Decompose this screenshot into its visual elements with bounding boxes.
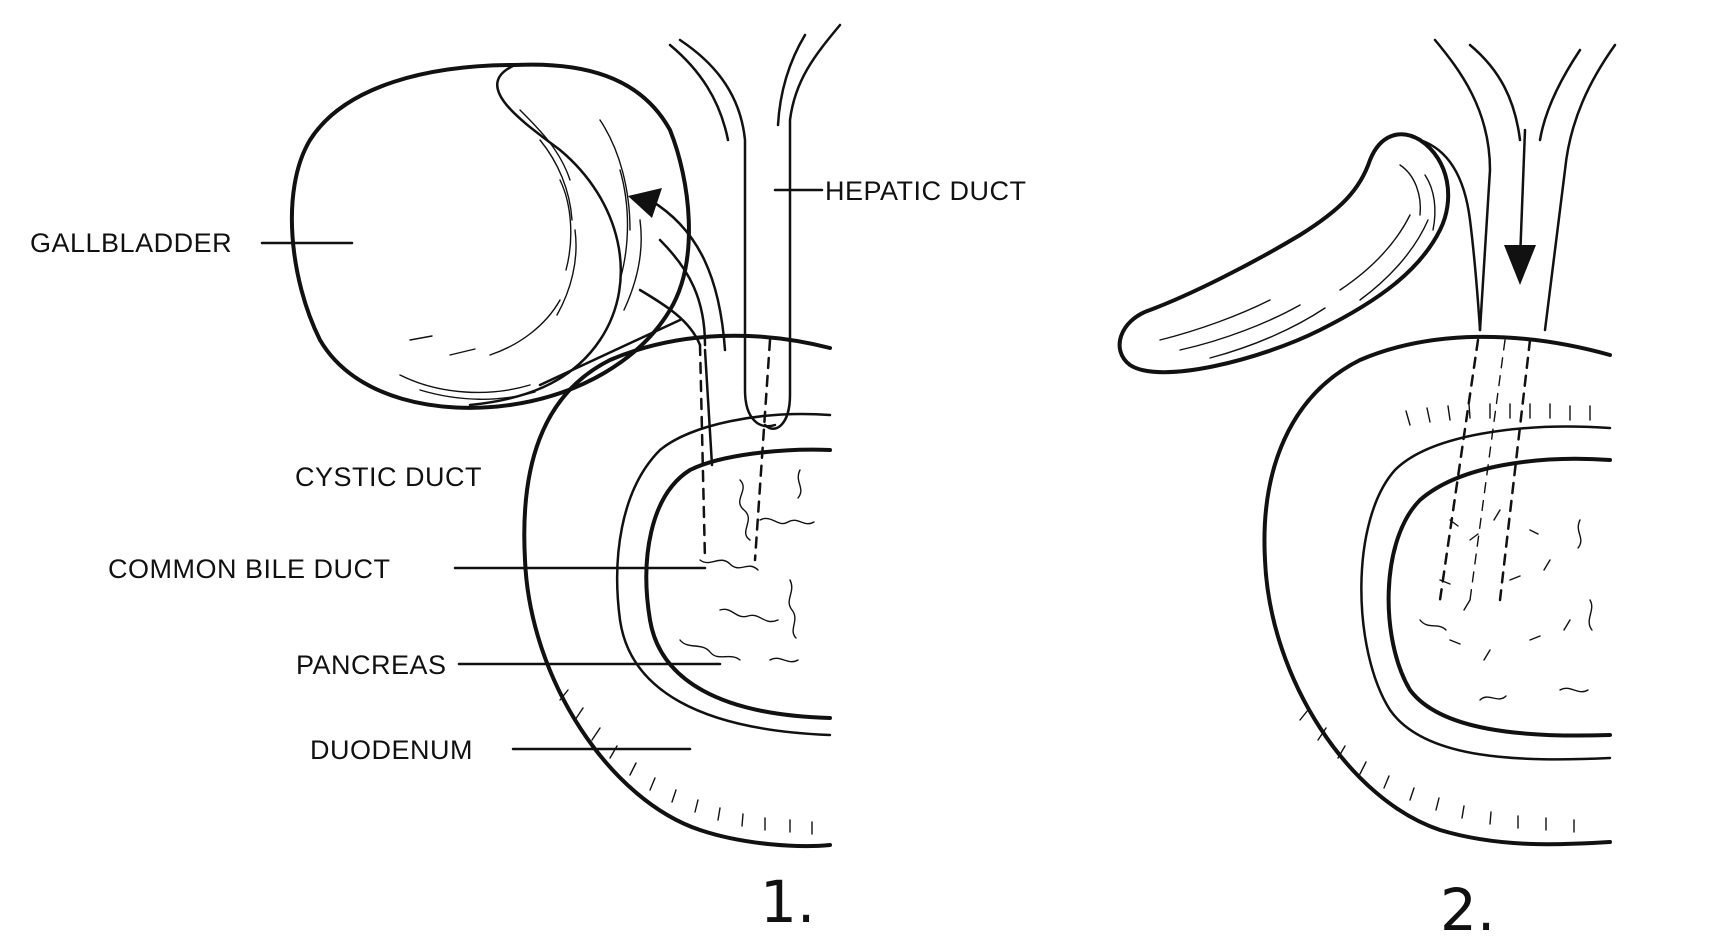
gallbladder-outline xyxy=(289,62,691,410)
figure-number-1: 1. xyxy=(760,868,815,936)
flow-arrow-fig1 xyxy=(648,198,727,352)
gallbladder-front-rim xyxy=(468,63,622,407)
common-bile-duct-solid xyxy=(703,348,714,467)
hepatic-duct-fig2-right xyxy=(1543,43,1617,332)
flow-arrowhead-fig1 xyxy=(628,188,662,218)
pancreas-texture-fig2 xyxy=(1419,509,1593,701)
label-common-bile-duct: COMMON BILE DUCT xyxy=(108,554,391,584)
label-duodenum: DUODENUM xyxy=(310,735,473,765)
leader-lines-fig1 xyxy=(260,188,824,751)
hepatic-duct-fig2-left xyxy=(1433,38,1492,332)
duodenum-outline-fig1 xyxy=(522,333,832,849)
common-bile-duct-dashed-right xyxy=(753,338,772,562)
hepatic-duct-right-wall xyxy=(763,23,842,430)
common-bile-duct-dashed-left xyxy=(698,343,707,562)
common-bile-duct-fig2-left xyxy=(1438,338,1480,602)
cystic-duct-lower xyxy=(638,288,702,347)
flow-arrowhead-fig2 xyxy=(1504,245,1536,285)
figure-1 xyxy=(260,23,842,849)
figure-number-2: 2. xyxy=(1440,876,1495,942)
label-gallbladder: GALLBLADDER xyxy=(30,228,232,258)
label-hepatic-duct: HEPATIC DUCT xyxy=(825,176,1027,206)
common-bile-duct-fig2-center xyxy=(1469,339,1506,601)
hepatic-duct-fig2-inner-left xyxy=(1468,43,1522,142)
cystic-duct-upper xyxy=(658,238,707,347)
pancreas-outer-ring-fig1 xyxy=(615,412,832,737)
common-bile-duct-fig2-right xyxy=(1498,338,1532,602)
label-pancreas: PANCREAS xyxy=(296,650,447,680)
duodenum-hatching-fig2 xyxy=(1299,403,1591,833)
duodenum-outline-fig2 xyxy=(1262,334,1612,847)
pancreas-outline-fig2 xyxy=(1386,456,1612,738)
flow-arrow-fig2 xyxy=(1518,128,1527,262)
figure-2 xyxy=(1117,38,1617,847)
hepatic-duct-left-wall xyxy=(678,38,777,428)
pancreas-outline-fig1 xyxy=(644,447,832,720)
duodenum-hatching-fig1 xyxy=(559,689,813,835)
hepatic-duct-fig2-inner-right xyxy=(1538,48,1582,142)
hepatic-duct-branch-left xyxy=(668,43,730,142)
gallbladder-fig2-neck xyxy=(1418,138,1482,332)
gallbladder-fig2-shading xyxy=(1159,164,1436,359)
pancreas-texture-fig1 xyxy=(679,469,815,663)
pancreas-outer-ring-fig2 xyxy=(1360,425,1612,761)
gallbladder-fig2-outline xyxy=(1117,132,1451,375)
gallbladder-shading xyxy=(399,109,642,400)
label-cystic-duct: CYSTIC DUCT xyxy=(295,462,482,492)
hepatic-duct-branch-right xyxy=(776,33,807,127)
